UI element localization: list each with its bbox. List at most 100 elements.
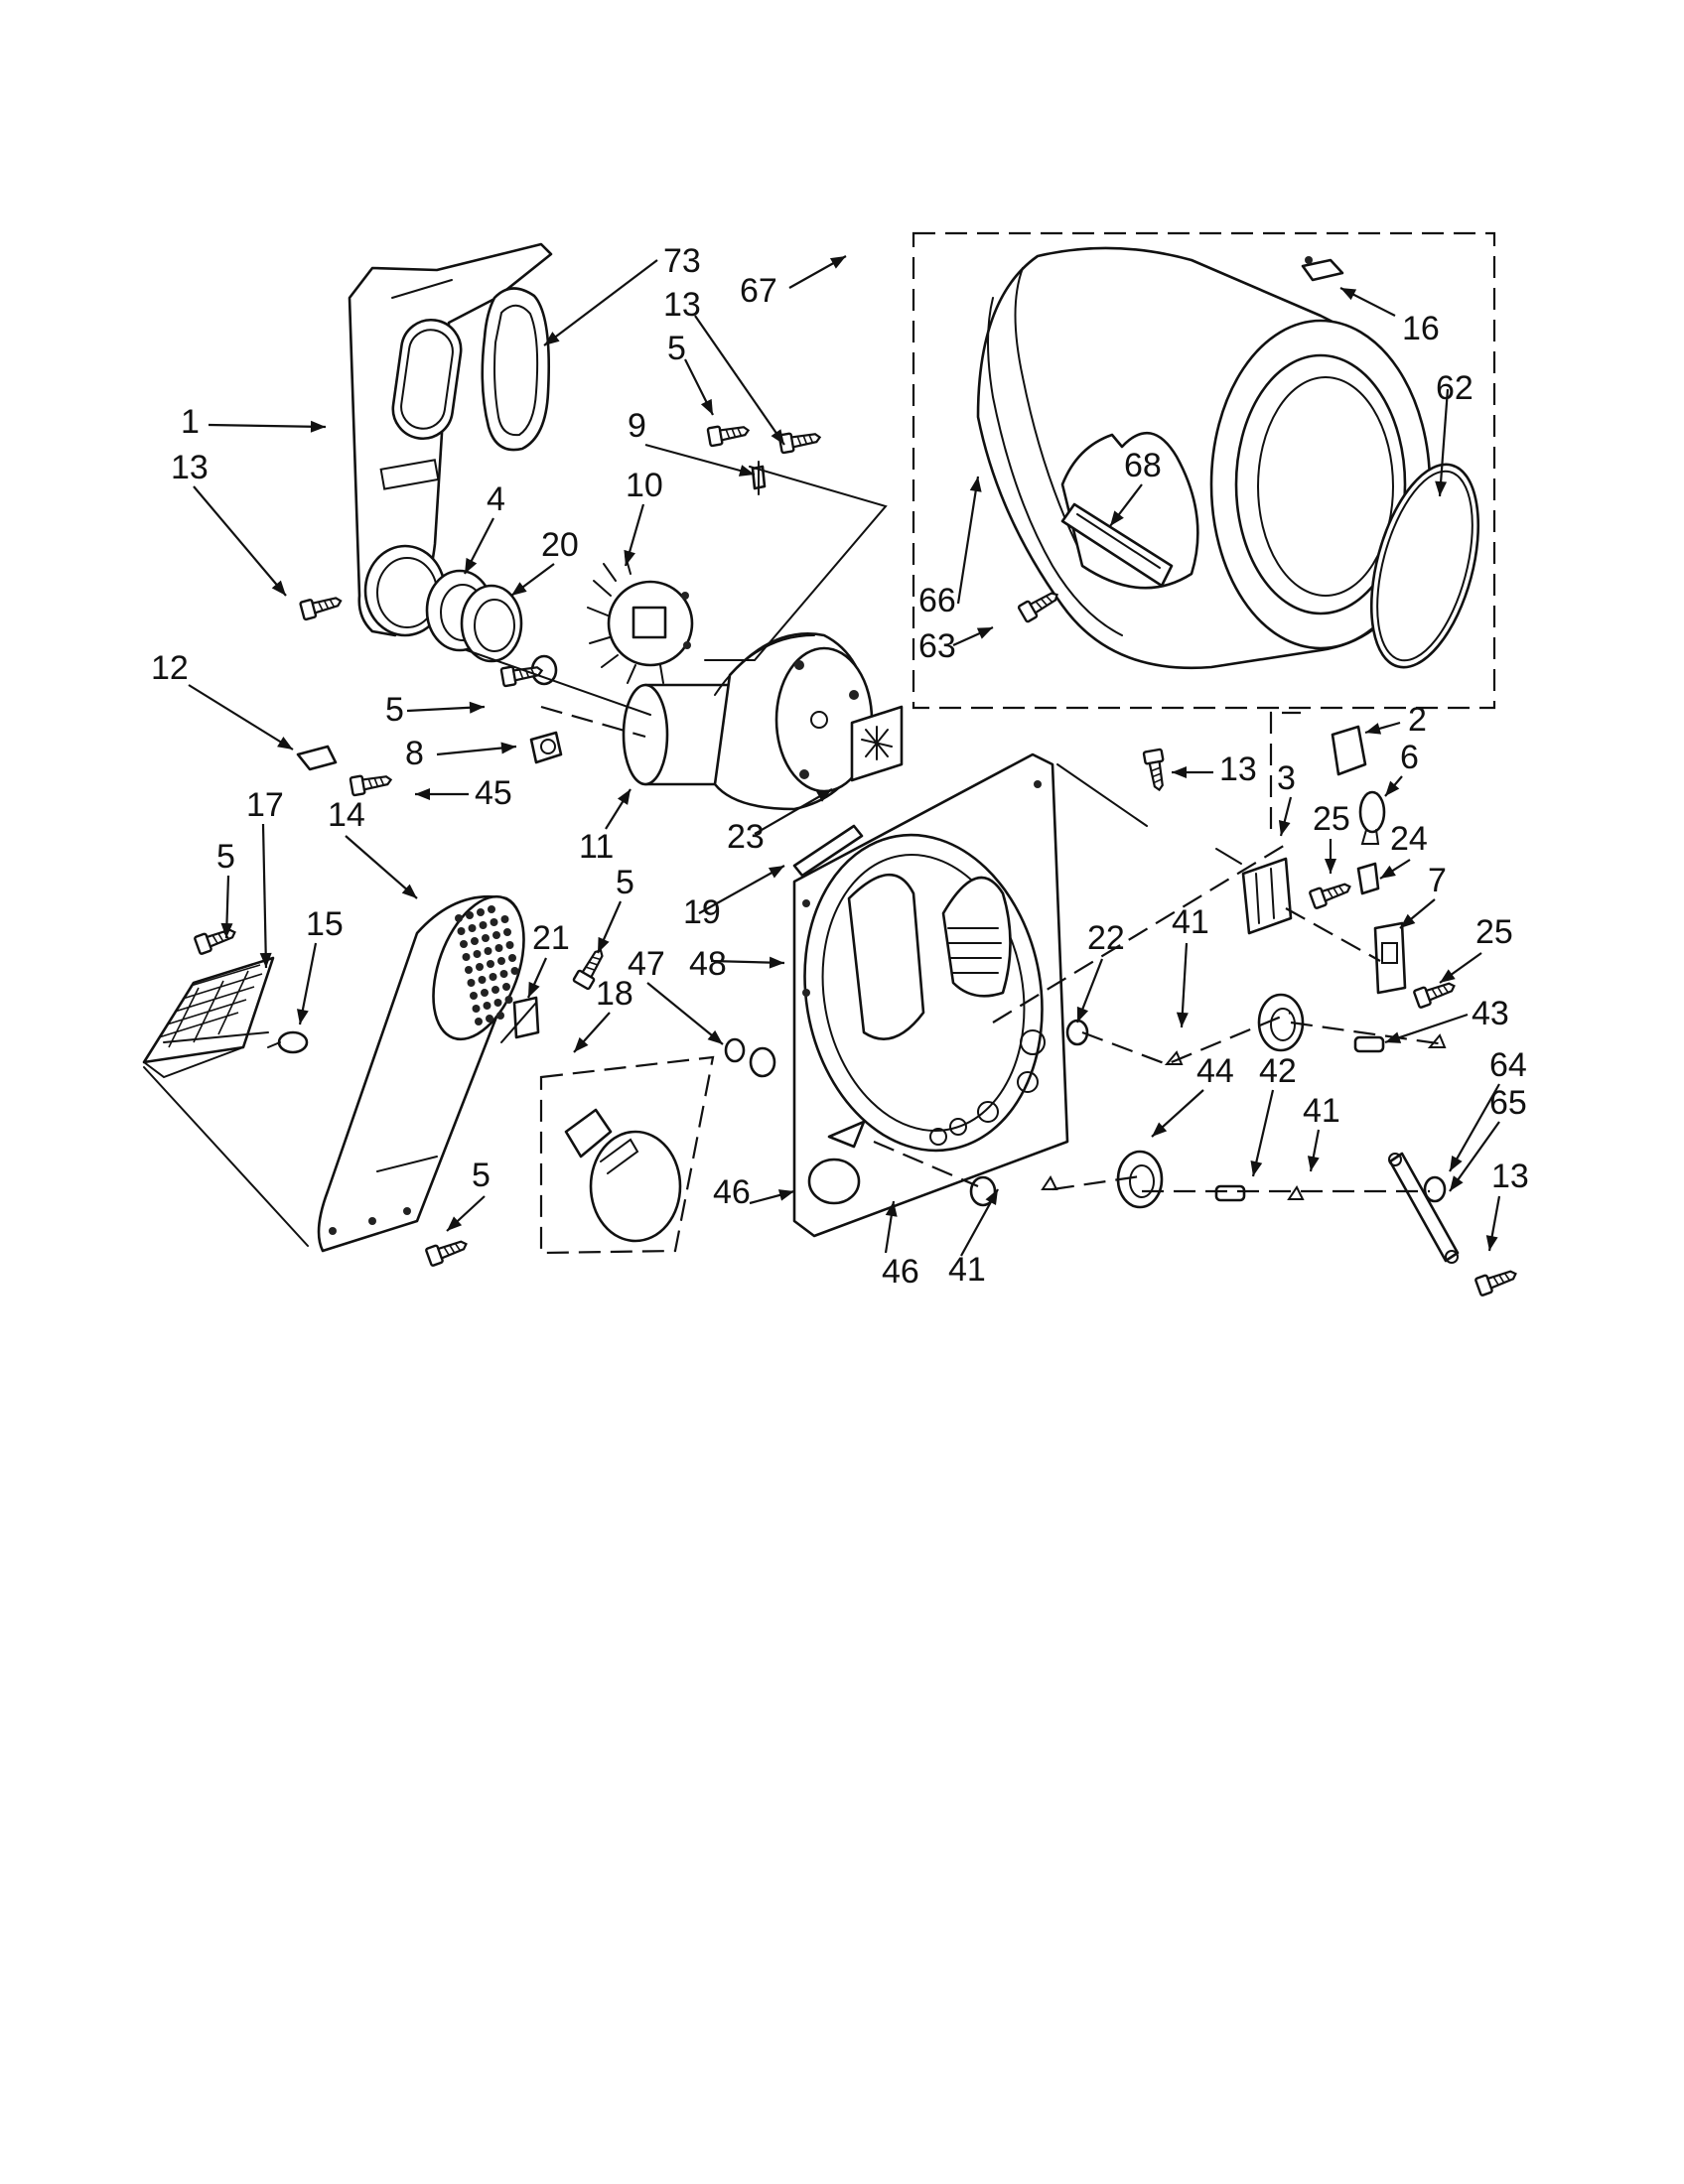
drum-clip-part	[1301, 256, 1344, 282]
callout-63: 63	[918, 627, 956, 665]
leader-line	[188, 684, 294, 751]
callout-65: 65	[1489, 1084, 1527, 1122]
leader-arrowhead	[768, 866, 784, 879]
callout-45: 45	[475, 774, 512, 812]
leader-arrowhead	[465, 557, 478, 574]
leader-arrowhead	[511, 582, 527, 596]
heater-duct-part	[317, 894, 525, 1253]
vent-hole	[487, 960, 494, 968]
thermal-fuse-part	[529, 731, 563, 764]
callout-25: 25	[1313, 800, 1350, 838]
screw-icon	[777, 432, 822, 455]
callout-17: 17	[246, 786, 284, 824]
callout-12: 12	[151, 649, 189, 687]
leader-line	[345, 835, 418, 899]
leader-arrowhead	[415, 788, 430, 800]
callout-5: 5	[616, 864, 634, 901]
callout-leaders	[188, 255, 1501, 1257]
leader-arrowhead	[829, 256, 846, 269]
leader-line	[754, 788, 833, 835]
leader-arrowhead	[310, 420, 326, 433]
leader-line	[644, 443, 756, 477]
leader-arrowhead	[969, 477, 982, 492]
vent-hole	[476, 963, 484, 971]
callout-25: 25	[1475, 913, 1513, 951]
terminal-block-part	[1241, 857, 1293, 935]
vent-hole	[488, 905, 495, 913]
vent-hole	[455, 914, 463, 922]
leader-arrowhead	[1307, 1156, 1320, 1171]
callout-4: 4	[487, 480, 505, 518]
leader-arrowhead	[1385, 1031, 1402, 1043]
vent-hole	[472, 1005, 481, 1013]
screw-icon	[1309, 883, 1351, 909]
leader-arrowhead	[447, 1216, 463, 1231]
assembly-lines	[143, 466, 1446, 1247]
leader-arrowhead	[1485, 1235, 1498, 1251]
drum-part	[912, 231, 1496, 710]
callout-66: 66	[918, 582, 956, 619]
screw-icon	[706, 425, 751, 448]
leader-arrowhead	[1365, 723, 1382, 735]
leader-arrowhead	[1440, 969, 1456, 983]
screw-icon	[349, 774, 393, 797]
rear-panel-part	[348, 242, 553, 637]
callout-68: 68	[1124, 447, 1162, 484]
leader-line	[694, 315, 785, 446]
idler-arm-part	[1388, 1152, 1460, 1264]
callout-21: 21	[532, 919, 570, 957]
vent-hole	[492, 931, 500, 939]
leader-arrowhead	[1076, 1006, 1089, 1023]
callout-20: 20	[541, 526, 579, 564]
vent-hole	[496, 1012, 504, 1020]
leader-line	[261, 823, 268, 969]
leader-arrowhead	[469, 701, 485, 714]
leader-line	[698, 865, 785, 914]
leader-arrowhead	[976, 627, 993, 639]
callout-19: 19	[683, 893, 721, 931]
callout-3: 3	[1277, 759, 1296, 797]
switch-part	[1373, 921, 1407, 995]
vent-hole	[478, 976, 487, 984]
callout-7: 7	[1428, 862, 1447, 899]
leader-arrowhead	[624, 549, 635, 566]
leader-arrowhead	[617, 789, 631, 805]
callout-14: 14	[328, 796, 365, 834]
leader-arrowhead	[985, 1189, 998, 1206]
vent-hole	[504, 996, 513, 1004]
screw-icon	[1413, 982, 1456, 1009]
callout-16: 16	[1402, 310, 1440, 347]
leader-arrowhead	[707, 1029, 723, 1044]
vent-hole	[467, 979, 476, 987]
screw-icon	[1017, 592, 1058, 623]
vent-hole	[473, 950, 482, 958]
callout-64: 64	[1489, 1046, 1527, 1084]
retaining-clip-parts	[1041, 1033, 1447, 1200]
vent-hole	[465, 966, 473, 974]
leader-arrowhead	[574, 1036, 589, 1052]
leader-line	[1438, 388, 1450, 497]
motor-clip-part	[751, 461, 767, 495]
leader-arrowhead	[1380, 865, 1396, 879]
vent-hole	[505, 941, 514, 949]
lamp-socket-part	[1356, 862, 1380, 895]
callout-9: 9	[628, 407, 646, 445]
screw-icon	[1142, 748, 1165, 792]
vent-hole	[486, 1015, 493, 1023]
callout-13: 13	[1219, 751, 1257, 788]
screw-icon	[425, 1240, 468, 1267]
duct-vent-holes	[455, 905, 519, 1025]
leader-line	[208, 423, 327, 429]
leader-arrowhead	[769, 956, 784, 969]
leader-arrowhead	[1278, 819, 1291, 836]
leader-arrowhead	[277, 737, 293, 750]
leader-arrowhead	[500, 742, 516, 754]
vent-hole	[497, 957, 505, 965]
callout-41: 41	[948, 1251, 986, 1289]
leader-line	[193, 485, 287, 597]
leader-arrowhead	[771, 429, 784, 445]
callout-8: 8	[405, 735, 424, 772]
leader-arrowhead	[885, 1201, 898, 1217]
callout-18: 18	[596, 975, 633, 1013]
leader-arrowhead	[777, 1189, 794, 1201]
